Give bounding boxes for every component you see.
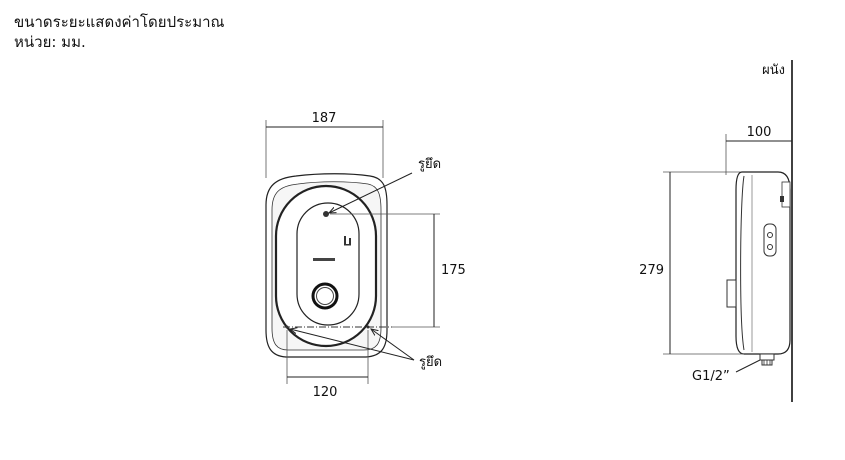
brand-logo-icon [313, 258, 335, 261]
wall-label: ผนัง [762, 63, 785, 78]
bottom-width-label: 120 [313, 385, 338, 400]
bottom-mount-hole-left [285, 325, 289, 329]
depth-dimension: 100 [725, 125, 792, 175]
note-approximate-dimensions: ขนาดระยะแสดงค่าโดยประมาณ [14, 13, 225, 31]
side-height-label: 279 [639, 263, 664, 278]
indicator-mark-icon [344, 236, 351, 246]
bracket-screw-icon [780, 196, 784, 202]
temperature-knob-icon [311, 282, 339, 310]
bottom-mount-hole-right [366, 325, 370, 329]
front-knob-protrusion [726, 279, 737, 308]
height-dimension: 175 [330, 213, 466, 328]
height-label: 175 [441, 263, 466, 278]
bottom-dimension: 120 [286, 330, 369, 400]
side-control-icon [763, 223, 777, 257]
heater-side-front [740, 175, 745, 351]
top-mount-hole [323, 211, 329, 217]
front-view: 187 175 [265, 111, 466, 400]
bottom-mount-leader: รูยึด [290, 329, 442, 370]
depth-label: 100 [747, 125, 772, 140]
top-mount-label: รูยึด [418, 157, 441, 172]
side-view: ผนัง 100 [639, 60, 793, 402]
width-dimension: 187 [265, 111, 384, 178]
wall-bracket [781, 181, 791, 208]
pipe-label: G1/2” [692, 369, 730, 384]
top-mount-leader: รูยึด [329, 157, 441, 213]
pipe-leader: G1/2” [692, 359, 761, 384]
side-height-dimension: 279 [639, 171, 744, 355]
heater-side-body [735, 171, 791, 355]
drawing-notes: ขนาดระยะแสดงค่าโดยประมาณ หน่วย: มม. [14, 12, 224, 52]
note-units: หน่วย: มม. [14, 33, 86, 51]
pipe-outlet-icon [759, 353, 775, 366]
width-label: 187 [312, 111, 337, 126]
bottom-mount-label: รูยึด [419, 355, 442, 370]
